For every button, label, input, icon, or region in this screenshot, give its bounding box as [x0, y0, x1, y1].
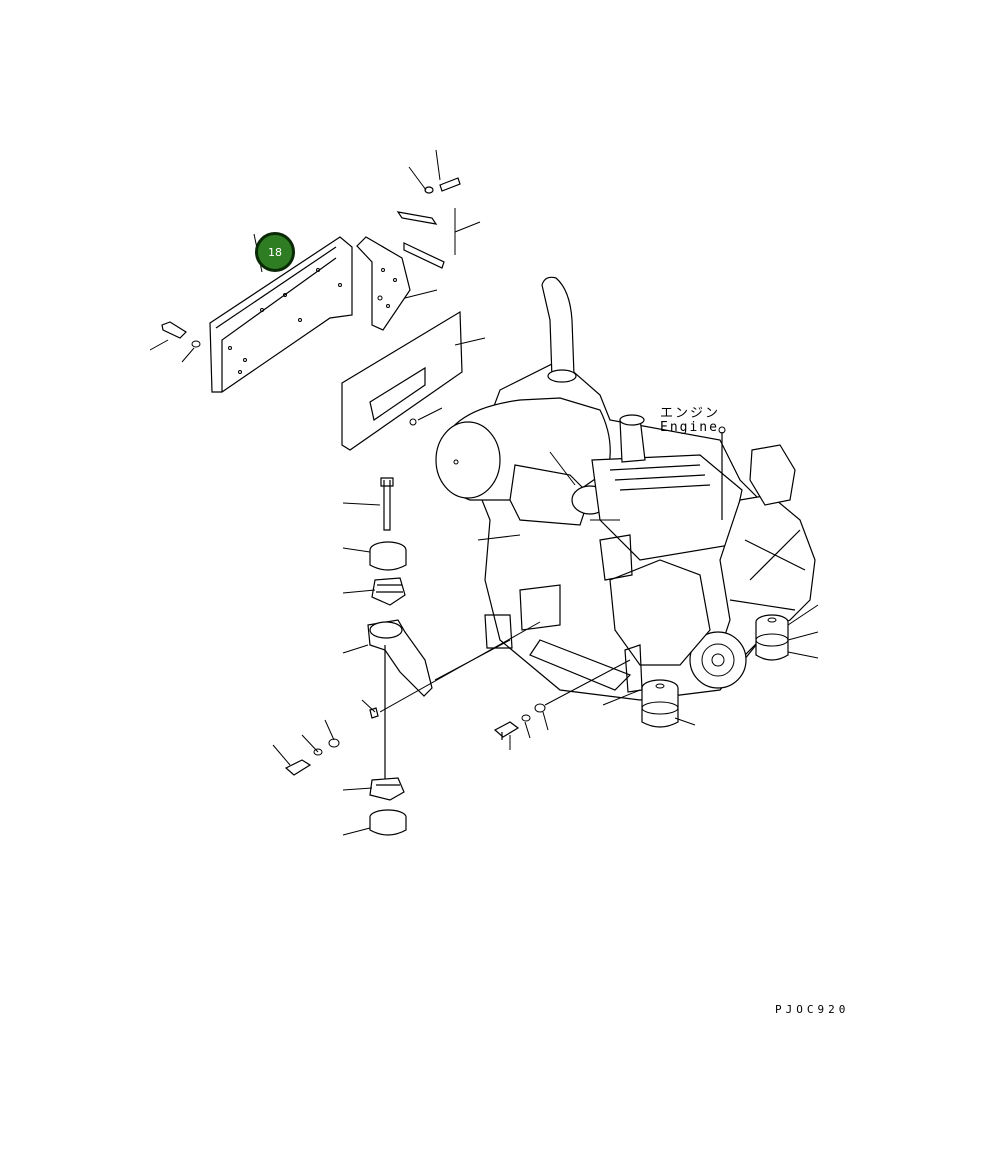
alignment-lines: [434, 639, 631, 706]
callout-number: 18: [268, 245, 282, 259]
small-plates: [396, 211, 445, 269]
engine-label-en: Engine: [660, 420, 719, 435]
right-bolts: [493, 703, 546, 740]
engine-label-jp: エンジン: [660, 406, 721, 421]
cover-plate: [341, 310, 463, 451]
engine-body: [435, 276, 816, 701]
bracket-plate: [209, 236, 353, 393]
right-mount-front: [624, 644, 679, 728]
leader-lines: [149, 149, 819, 836]
drawing-code: PJOC920: [775, 1003, 850, 1016]
part-callout-18[interactable]: 18: [255, 232, 295, 272]
left-mount-stack: [367, 477, 433, 836]
top-bolts: [424, 177, 461, 194]
side-bracket: [356, 236, 411, 331]
left-bolt: [161, 321, 201, 348]
right-mount-rear: [755, 614, 789, 661]
left-bolts: [284, 707, 379, 776]
